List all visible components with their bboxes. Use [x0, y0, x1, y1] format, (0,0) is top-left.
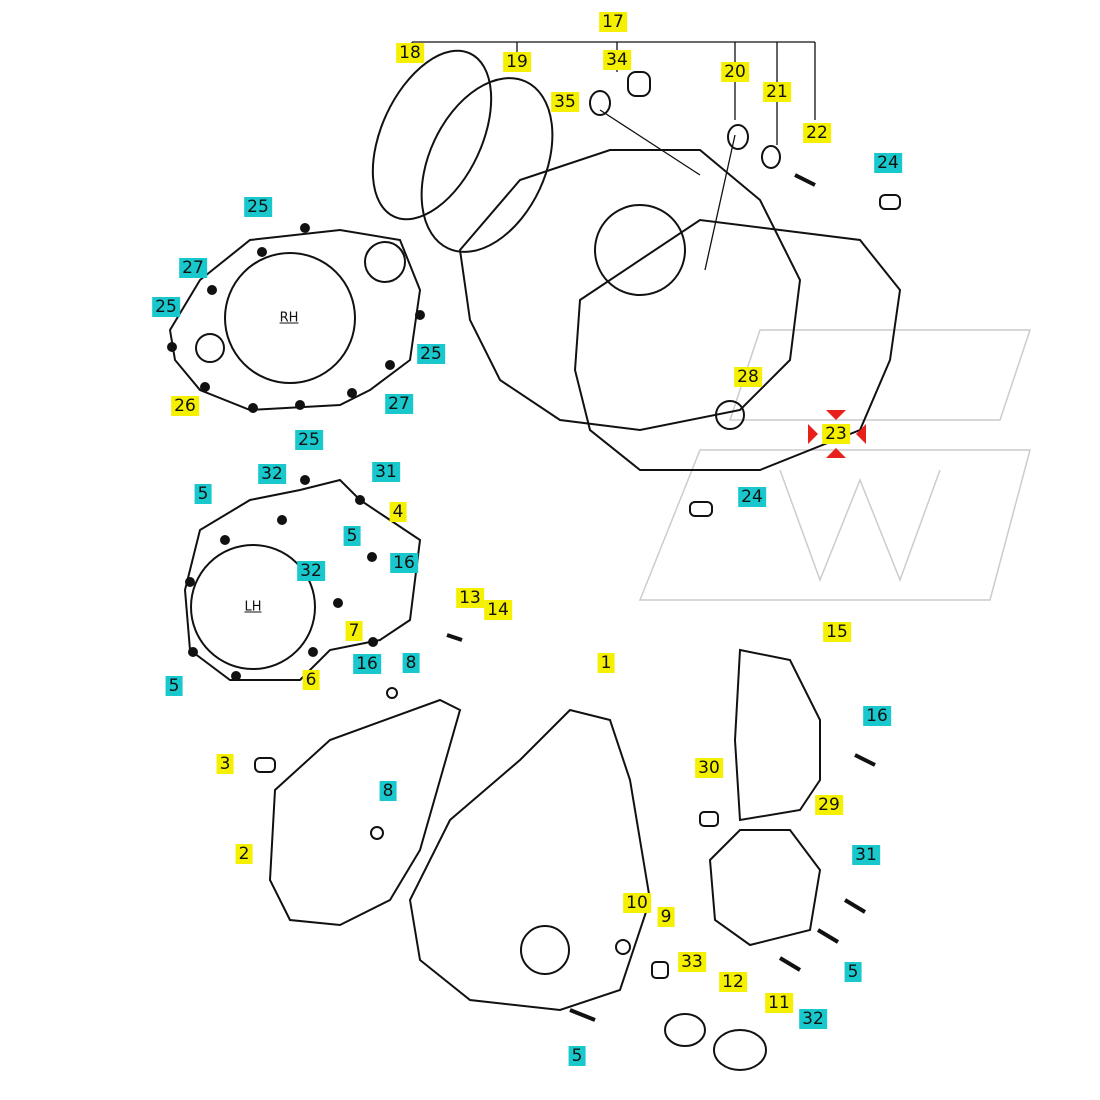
o-ring-12 [664, 1013, 706, 1047]
part-label[interactable]: 29 [815, 795, 843, 815]
part-label[interactable]: 24 [874, 153, 902, 173]
part-label[interactable]: 5 [844, 962, 862, 982]
lh-cover-label: LH [244, 599, 262, 615]
o-ring-8b [370, 826, 384, 840]
part-label[interactable]: 14 [484, 600, 512, 620]
part-label[interactable]: 5 [165, 676, 183, 696]
part-label[interactable]: 22 [803, 123, 831, 143]
bolt-dots [167, 223, 425, 681]
part-label[interactable]: 31 [372, 462, 400, 482]
part-label[interactable]: 26 [171, 396, 199, 416]
collar-30 [699, 811, 719, 827]
bolts [446, 633, 876, 1022]
part-label[interactable]: 27 [179, 258, 207, 278]
oil-seal-28 [715, 400, 745, 430]
part-label-selected[interactable]: 23 [822, 424, 850, 444]
part-label[interactable]: 6 [302, 670, 320, 690]
part-label[interactable]: 8 [379, 781, 397, 801]
lh-cover-disc [190, 544, 316, 670]
rh-cover-disc [224, 252, 356, 384]
part-label[interactable]: 10 [623, 893, 651, 913]
part-label[interactable]: 16 [863, 706, 891, 726]
generator-cover-1 [408, 708, 652, 1012]
cover-plug-hole [520, 925, 570, 975]
part-label[interactable]: 30 [695, 758, 723, 778]
dowel-24b [689, 501, 713, 517]
dowel-24 [879, 194, 901, 210]
part-label[interactable]: 11 [765, 993, 793, 1013]
part-label[interactable]: 4 [389, 502, 407, 522]
part-label[interactable]: 21 [763, 82, 791, 102]
pump-cover-29 [708, 829, 822, 947]
part-label[interactable]: 32 [799, 1009, 827, 1029]
part-label[interactable]: 16 [353, 654, 381, 674]
part-label[interactable]: 5 [343, 526, 361, 546]
part-label[interactable]: 33 [678, 952, 706, 972]
part-label[interactable]: 8 [402, 653, 420, 673]
part-label[interactable]: 35 [551, 92, 579, 112]
part-label[interactable]: 32 [297, 561, 325, 581]
sprocket-cover-15 [733, 648, 821, 822]
right-cover-gasket [573, 218, 902, 471]
part-label[interactable]: 28 [734, 367, 762, 387]
selection-marker [808, 410, 866, 458]
part-label[interactable]: 25 [417, 344, 445, 364]
part-label[interactable]: 9 [657, 907, 675, 927]
part-label[interactable]: 34 [603, 50, 631, 70]
bolt-22 [794, 173, 816, 187]
lh-cover-outline [183, 478, 422, 681]
part-label[interactable]: 16 [390, 553, 418, 573]
collar-20 [727, 124, 749, 150]
part-label[interactable]: 3 [216, 754, 234, 774]
rh-cover-outline [168, 228, 422, 412]
rh-cover-label: RH [279, 310, 299, 326]
gasket-18 [371, 49, 493, 221]
gasket-19 [420, 77, 554, 253]
part-label[interactable]: 20 [721, 62, 749, 82]
rh-cover-port [364, 241, 406, 283]
plug-11 [713, 1029, 767, 1071]
rh-cover-hole [195, 333, 225, 363]
dowel-3 [254, 757, 276, 773]
part-label[interactable]: 12 [719, 972, 747, 992]
watermark-logo [638, 329, 1032, 601]
part-label[interactable]: 7 [345, 621, 363, 641]
part-label[interactable]: 25 [295, 430, 323, 450]
plug-9 [651, 961, 669, 979]
gasket-2 [268, 698, 462, 927]
washer-21 [761, 145, 781, 169]
part-label[interactable]: 13 [456, 588, 484, 608]
o-ring-10 [615, 939, 631, 955]
part-label[interactable]: 19 [503, 52, 531, 72]
part-label[interactable]: 25 [244, 197, 272, 217]
seal-34 [627, 71, 651, 97]
part-label[interactable]: 2 [235, 844, 253, 864]
o-ring-8a [386, 687, 398, 699]
part-label[interactable]: 17 [599, 12, 627, 32]
cover-boss [594, 204, 686, 296]
right-crankcase-cover [458, 149, 802, 432]
part-label[interactable]: 5 [568, 1046, 586, 1066]
part-label[interactable]: 25 [152, 297, 180, 317]
part-label[interactable]: 15 [823, 622, 851, 642]
part-label[interactable]: 27 [385, 394, 413, 414]
ring-35 [589, 90, 611, 116]
part-label[interactable]: 32 [258, 464, 286, 484]
part-label[interactable]: 5 [194, 484, 212, 504]
part-label[interactable]: 1 [597, 653, 615, 673]
part-label[interactable]: 31 [852, 845, 880, 865]
part-label[interactable]: 24 [738, 487, 766, 507]
part-label[interactable]: 18 [396, 43, 424, 63]
